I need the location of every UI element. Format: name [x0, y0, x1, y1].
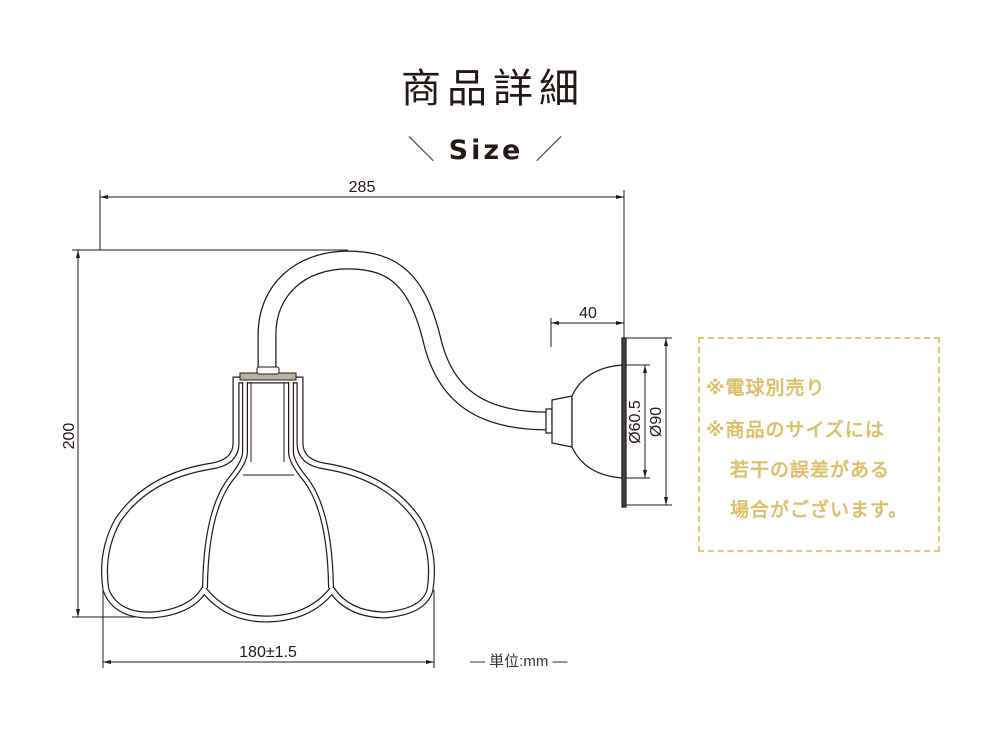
page-title: 商品詳細: [401, 66, 585, 112]
note-line: 場合がございます。: [730, 499, 909, 521]
dim-label-40: 40: [579, 305, 597, 322]
dim-label-180: 180±1.5: [239, 644, 297, 661]
base-collar: [551, 395, 573, 448]
note-box: ※電球別売り ※商品のサイズには 若干の誤差がある 場合がございます。: [698, 337, 940, 552]
dim-label-90: Ø90: [648, 407, 665, 437]
base-plate: [621, 337, 627, 508]
base-ring: [545, 408, 553, 434]
bulb-socket: [243, 382, 294, 476]
wall-base: [545, 337, 627, 508]
note-line: ※電球別売り: [706, 377, 826, 399]
slash-left: ＼: [407, 135, 437, 166]
tube-nut: [256, 366, 280, 375]
dim-label-60-5: Ø60.5: [627, 400, 644, 444]
note-line: ※商品のサイズには: [706, 419, 885, 441]
arrowheads: [76, 195, 668, 664]
lamp-shade: [101, 366, 435, 623]
unit-label: — 単位:mm —: [470, 653, 568, 670]
dimension-lines: [72, 190, 672, 668]
dim-label-285: 285: [349, 179, 376, 196]
note-line: 若干の誤差がある: [730, 459, 891, 481]
slash-right: ／: [535, 135, 565, 166]
base-dome: [571, 364, 623, 479]
size-heading: ＼ Size ／: [0, 128, 972, 167]
size-label: Size: [448, 135, 524, 166]
dim-label-200: 200: [61, 423, 78, 450]
